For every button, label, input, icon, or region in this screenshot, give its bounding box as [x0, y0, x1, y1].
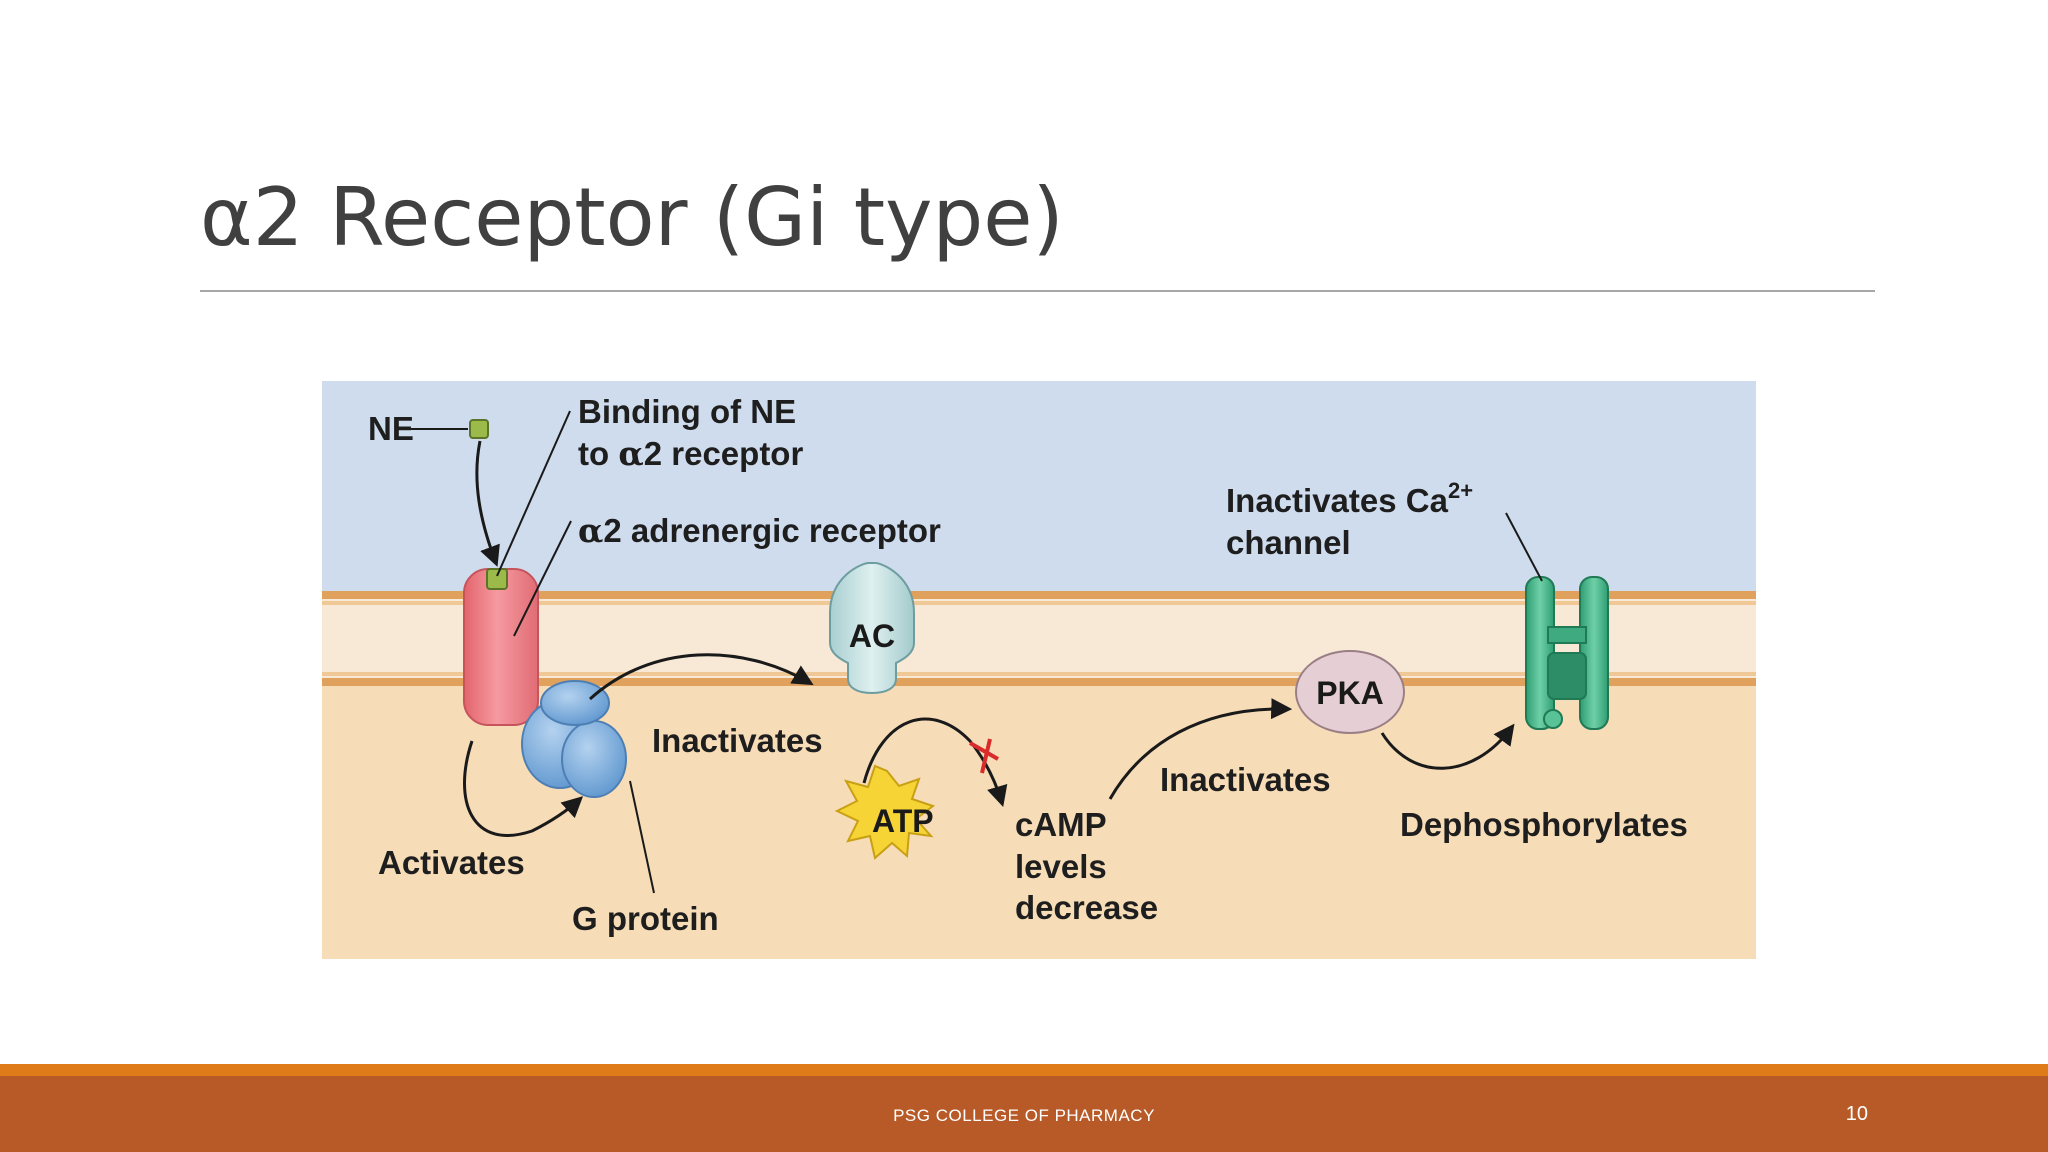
alpha2-receptor — [463, 568, 539, 726]
membrane-outer-line-light — [322, 601, 1756, 605]
footer-accent-bar — [0, 1064, 2048, 1076]
ne-ligand — [469, 419, 489, 439]
pka — [1295, 650, 1405, 734]
label-camp-line3: decrease — [1015, 889, 1158, 926]
label-atp: ATP — [872, 803, 934, 839]
label-activates: Activates — [378, 844, 525, 881]
label-binding-line2: to α2 receptor — [578, 434, 803, 473]
label-camp-line1: cAMP — [1015, 806, 1107, 843]
label-dephosphorylates: Dephosphorylates — [1400, 806, 1688, 843]
label-camp-line2: levels — [1015, 848, 1107, 885]
membrane-bilayer — [322, 593, 1756, 683]
label-binding-line1: Binding of NE — [578, 393, 796, 430]
ne-bound-ligand — [486, 568, 508, 590]
membrane-inner-line — [322, 678, 1756, 686]
inhibition-mark — [969, 738, 999, 774]
atp-burst — [834, 764, 936, 860]
label-inactivates-pka: Inactivates — [1160, 761, 1331, 798]
page-number: 10 — [1845, 1103, 1868, 1125]
membrane-inner-line-light — [322, 672, 1756, 676]
footer-bar: PSG COLLEGE OF PHARMACY 10 — [0, 1076, 2048, 1152]
label-ne: NE — [368, 410, 414, 447]
label-pka: PKA — [1316, 675, 1384, 711]
adenylyl-cyclase — [829, 562, 915, 695]
label-alpha2-receptor: α2 adrenergic receptor — [578, 511, 941, 550]
slide-title: α2 Receptor (Gi type) — [200, 171, 1064, 264]
label-inactivates-ac: Inactivates — [652, 722, 823, 759]
g-protein — [521, 680, 627, 798]
membrane-outer-line — [322, 591, 1756, 599]
label-g-protein: G protein — [572, 900, 719, 937]
footer-organization: PSG COLLEGE OF PHARMACY — [893, 1106, 1155, 1125]
gi-signaling-diagram: NE Binding of NE to α2 receptor α2 adren… — [322, 381, 1756, 959]
extracellular-region — [322, 381, 1756, 593]
label-inactivates-ca-line1: Inactivates Ca2+ — [1226, 478, 1473, 519]
label-ac: AC — [849, 618, 895, 654]
title-divider — [200, 290, 1875, 292]
label-inactivates-ca-line2: channel — [1226, 524, 1351, 561]
ca-channel — [1525, 576, 1609, 730]
